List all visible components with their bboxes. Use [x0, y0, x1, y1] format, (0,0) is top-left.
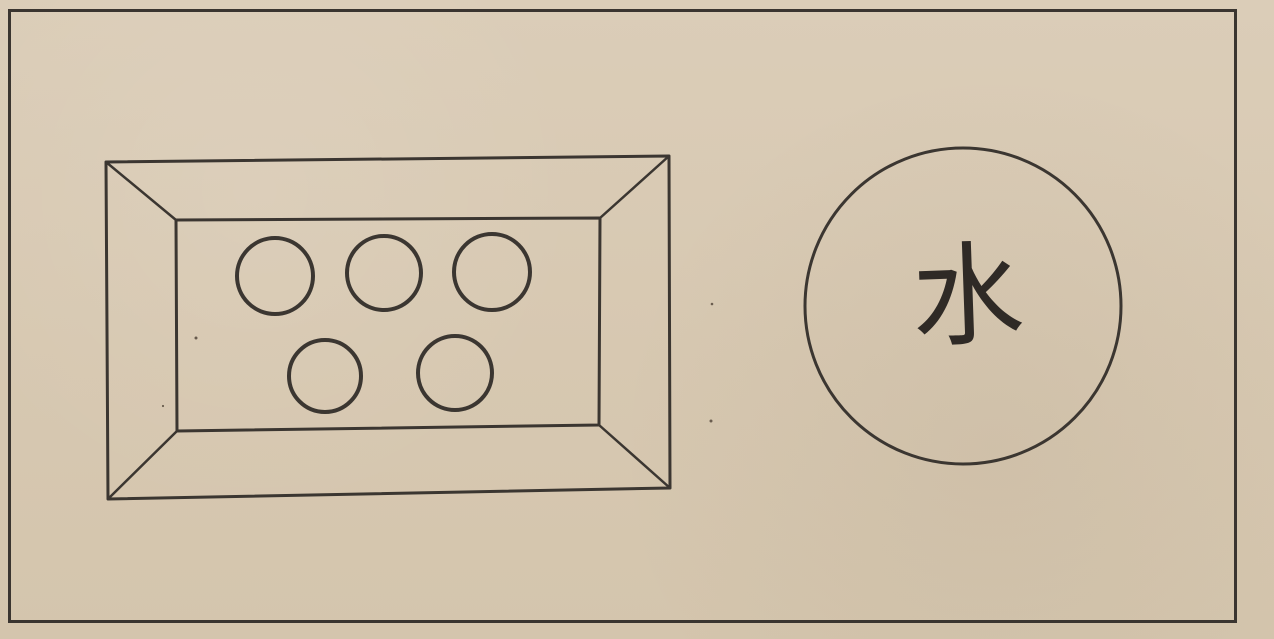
- circle-bottom-right: [418, 336, 492, 410]
- tray-outer-border: [106, 156, 670, 499]
- tray-diagram: [106, 156, 670, 499]
- tray-corner-line-bottom-right: [599, 425, 670, 488]
- circle-top-middle: [347, 236, 421, 310]
- water-glyph: 水: [896, 225, 1041, 370]
- speck: [195, 337, 198, 340]
- speck: [711, 303, 714, 306]
- circle-top-left: [237, 238, 313, 314]
- tray-inner-border: [176, 218, 600, 431]
- tray-corner-line-bottom-left: [108, 431, 177, 499]
- circle-bottom-left: [289, 340, 361, 412]
- circle-group: [237, 234, 530, 412]
- tray-corner-line-top-left: [106, 162, 176, 220]
- speck: [710, 420, 713, 423]
- speck: [162, 405, 164, 407]
- tray-corner-line-top-right: [600, 156, 669, 218]
- circle-top-right: [454, 234, 530, 310]
